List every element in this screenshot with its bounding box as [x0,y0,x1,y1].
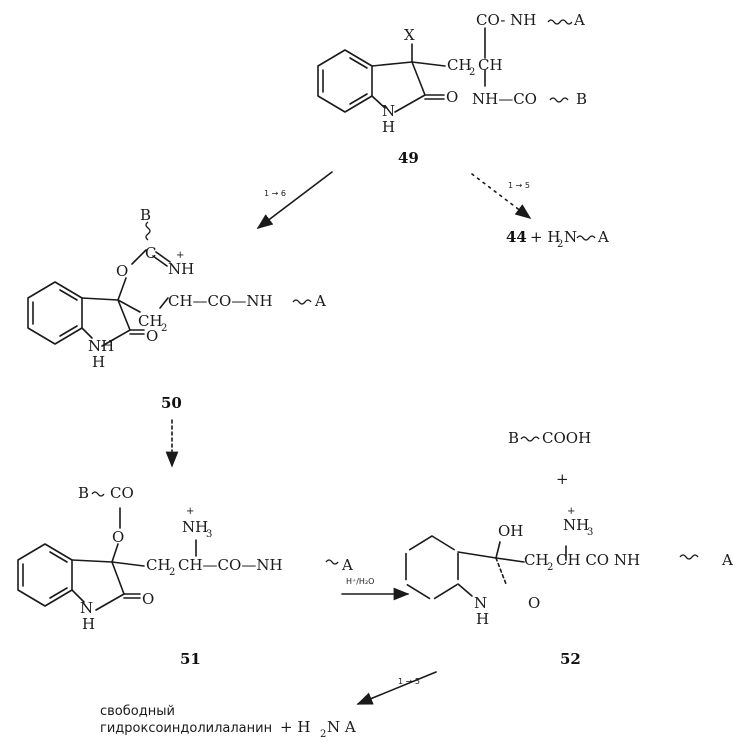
c50-ring-h: H [92,353,105,371]
c52-oh: OH [498,522,523,540]
c52-ring-n: N [474,594,487,612]
arrow-49-44-label: 1 → 5 [508,181,530,190]
c50-ch-co-nh: CH—CO—NH [168,292,273,310]
c52-nh3-sub: 3 [587,527,593,538]
c50-nh: NH [168,260,194,278]
final-products: свободный гидроксоиндолилаланин + H 2 N … [100,704,356,740]
c51-a: A [341,556,353,574]
c51-ch2-sub: 2 [169,567,175,578]
c50-a: A [314,292,326,310]
c51-chain: CH—CO—NH [178,556,283,574]
c52-ring-o: O [528,594,540,612]
c52-a: A [721,551,733,569]
c49-ring-n: N [382,102,395,120]
c52-ch2: CH [524,551,549,569]
bcooh-b: B [508,429,519,447]
p44-plus-h: + H [530,228,560,246]
c50-c: C [145,244,156,262]
c52-ch2-sub: 2 [547,562,553,573]
c52-ring-h: H [476,610,489,628]
compound-number-44: 44 [506,228,527,246]
arrow-49-to-50 [256,171,333,229]
c50-b: B [140,206,151,224]
c51-plus: + [186,506,194,517]
c49-ch2: CH [447,56,472,74]
c51-ring-o: O [142,590,154,608]
arrow-49-50-label: 1 → 6 [264,189,286,198]
final-plus-h: + H [280,718,310,736]
c49-ch2-sub: 2 [469,67,475,78]
c51-ring-n: N [80,599,93,617]
compound-number-52: 52 [560,650,581,668]
c50-plus: + [176,250,184,261]
plus-mid: + [556,470,569,488]
product-44: 44 + H 2 N A [506,228,609,250]
bcooh: COOH [542,429,591,447]
c52-chain: CH CO NH [556,551,640,569]
final-sub: 2 [320,729,326,740]
final-n-a: N A [327,718,356,736]
x-substituent: X [404,26,415,44]
arrow-51-to-final [356,671,437,705]
c49-ring-o: O [446,88,458,106]
c49-nh-co: NH—CO [472,90,537,108]
c52-nh3: NH [563,516,589,534]
c50-o: O [116,262,128,280]
c51-nh3-sub: 3 [206,529,212,540]
p44-sub: 2 [557,239,563,250]
arrow-51-52-label: H⁺/H₂O [346,577,374,586]
c49-a: A [573,11,585,29]
c51-nh3: NH [182,518,208,536]
arrow-49-to-44 [471,173,532,219]
c51-o: O [112,528,124,546]
final-line2: гидроксоиндолилаланин [100,721,272,736]
p44-n: N [564,228,577,246]
c49-ring-h: H [382,118,395,136]
c50-ch2: CH [138,312,163,330]
final-line1: свободный [100,704,175,719]
compound-number-50: 50 [161,394,182,412]
c49-b: B [576,90,587,108]
arrow-final-label: 1 → 5 [398,677,420,686]
compound-number-51: 51 [180,650,201,668]
compound-51: B CO O + NH 3 CH 2 CH—CO—NH A N H O 51 [17,484,353,668]
c51-b: B [78,484,89,502]
c51-ring-h: H [82,615,95,633]
c50-ring-nh: NH [88,337,114,355]
compound-49: X CO- NH A CH 2 CH NH—CO B N H O 49 [317,11,587,167]
c49-co-nh: CO- NH [476,11,536,29]
p44-a: A [597,228,609,246]
c52-plus: + [567,506,575,517]
c51-ch2: CH [146,556,171,574]
c49-ch: CH [478,56,503,74]
c50-ch2-sub: 2 [161,323,167,334]
compound-number-49: 49 [398,149,419,167]
c50-ring-o: O [146,327,158,345]
compound-52: OH + NH 3 CH 2 CH CO NH A N H O 52 [405,506,733,668]
compound-50: B C + O NH CH—CO—NH A CH 2 NH H O 50 [27,206,326,412]
c51-co: CO [110,484,134,502]
